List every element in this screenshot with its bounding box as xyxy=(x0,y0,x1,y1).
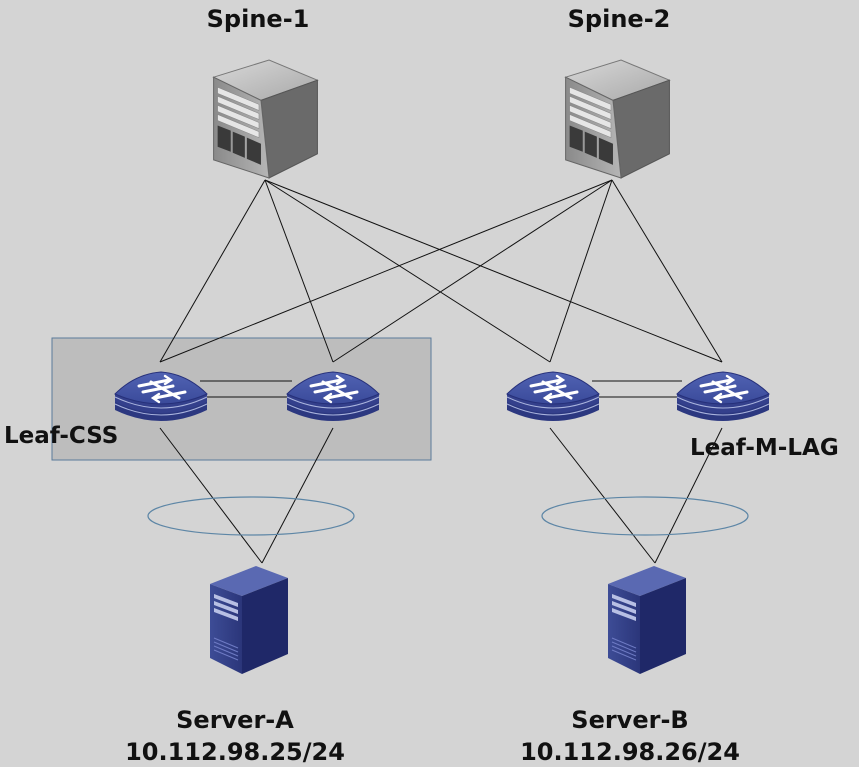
link-leaf3-server-b xyxy=(549,427,656,564)
leaf-mlag-label: Leaf-M-LAG xyxy=(690,435,839,461)
link-spine2-leaf2 xyxy=(332,179,613,363)
peer-links xyxy=(200,380,682,398)
link-spine1-leaf2 xyxy=(264,179,334,363)
server-a-ip: 10.112.98.25/24 xyxy=(125,738,345,766)
spine-1-chassis-icon[interactable] xyxy=(213,59,318,179)
spine-2-chassis-icon[interactable] xyxy=(565,59,670,179)
spine-leaf-links xyxy=(159,179,723,363)
link-spine2-leaf4 xyxy=(611,179,723,363)
server-a-label: Server-A xyxy=(176,706,294,734)
spine-1-label: Spine-1 xyxy=(207,5,310,33)
server-a-icon[interactable] xyxy=(209,565,289,675)
link-spine1-leaf4 xyxy=(264,179,723,363)
lag-ellipse-server-a xyxy=(147,496,355,536)
server-b-ip: 10.112.98.26/24 xyxy=(520,738,740,766)
server-b-label: Server-B xyxy=(571,706,688,734)
link-spine1-leaf3 xyxy=(264,179,551,363)
leaf-server-links xyxy=(159,427,723,564)
link-leaf1-server-a xyxy=(159,427,263,564)
leaf-css-label: Leaf-CSS xyxy=(4,423,118,449)
lag-ellipse-server-b xyxy=(541,496,749,536)
link-spine1-leaf1 xyxy=(159,179,266,363)
link-leaf2-server-a xyxy=(261,427,334,564)
link-spine2-leaf3 xyxy=(549,179,613,363)
leaf-mlag-switch-1-icon[interactable] xyxy=(505,370,601,423)
link-spine2-leaf1 xyxy=(159,179,613,363)
link-leaf4-server-b xyxy=(654,427,723,564)
spine-2-label: Spine-2 xyxy=(568,5,671,33)
leaf-mlag-switch-2-icon[interactable] xyxy=(675,370,771,423)
server-b-icon[interactable] xyxy=(607,565,687,675)
